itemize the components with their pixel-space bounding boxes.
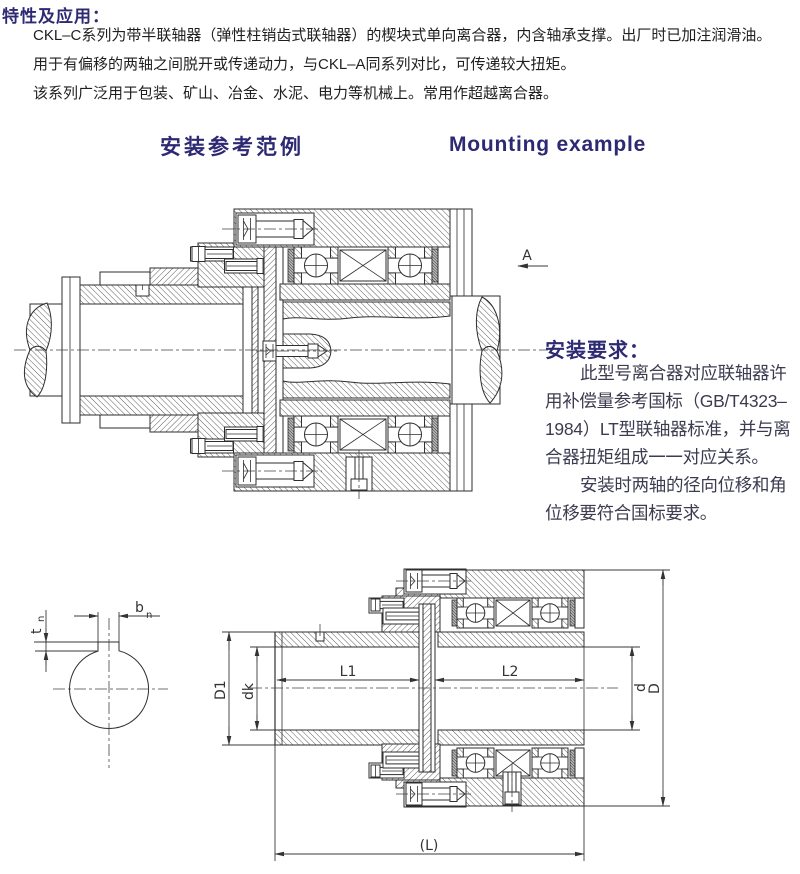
clutch-housing-section: [368, 568, 585, 812]
dim-label-bore-right: d: [633, 683, 649, 692]
install-notes-title: 安装要求：: [545, 340, 650, 362]
dim-label-hub-right-length: L2: [502, 664, 519, 680]
install-notes-line-1: 此型号离合器对应联轴器许: [580, 363, 787, 383]
section-heading-en: Mounting example: [449, 133, 647, 156]
dim-label-bore-left: dk: [241, 682, 257, 700]
install-notes-line-2: 用补偿量参考国标（GB/T4323–: [545, 391, 787, 411]
install-notes-line-6: 位移要符合国标要求。: [545, 503, 717, 523]
section-heading-zh: 安装参考范例: [160, 136, 304, 159]
dim-label-outer-dia: D: [647, 683, 663, 694]
dimension-lines: [222, 569, 670, 861]
install-notes-line-3: 1984）LT型联轴器标准，并与离: [545, 419, 791, 439]
dim-label-key-width: b: [135, 600, 144, 616]
mounting-example-drawing: A: [14, 208, 548, 499]
sprag-retainer-bolt: [256, 333, 338, 369]
intro-paragraph-line-2: 用于有偏移的两轴之间脱开或传递动力，与CKL–A同系列对比，可传递较大扭矩。: [33, 56, 576, 73]
dim-label-key-depth-sub: n: [36, 616, 47, 622]
inner-race-sleeves: [279, 283, 451, 417]
install-notes-line-5: 安装时两轴的径向位移和角: [580, 475, 787, 495]
dim-label-key-width-sub: n: [146, 610, 152, 621]
dim-label-hub-outer-dia: D1: [213, 680, 229, 700]
dim-label-total-length: (L): [420, 838, 439, 854]
end-cap: [449, 208, 473, 492]
bearings-lower: [287, 415, 451, 454]
clutch-housing: [222, 208, 453, 499]
hub-tubes: [274, 624, 585, 746]
keyway-section-view: [34, 610, 168, 768]
dim-label-key-depth: t: [29, 628, 45, 634]
dim-label-hub-left-length: L1: [340, 664, 357, 680]
install-notes-line-4: 合器扭矩组成一一对应关系。: [545, 447, 769, 467]
dimension-drawing: b n t n D1 dk L1 L2 d D (L): [29, 568, 670, 861]
bearings-upper: [287, 246, 451, 285]
view-direction-label: A: [522, 248, 532, 264]
intro-paragraph-line-3: 该系列广泛用于包装、矿山、冶金、水泥、电力等机械上。常用作超越离合器。: [33, 85, 559, 102]
intro-title: 特性及应用：: [2, 7, 110, 26]
intro-paragraph-line-1: CKL–C系列为带半联轴器（弹性柱销齿式联轴器）的楔块式单向离合器，内含轴承支撑…: [33, 27, 772, 44]
